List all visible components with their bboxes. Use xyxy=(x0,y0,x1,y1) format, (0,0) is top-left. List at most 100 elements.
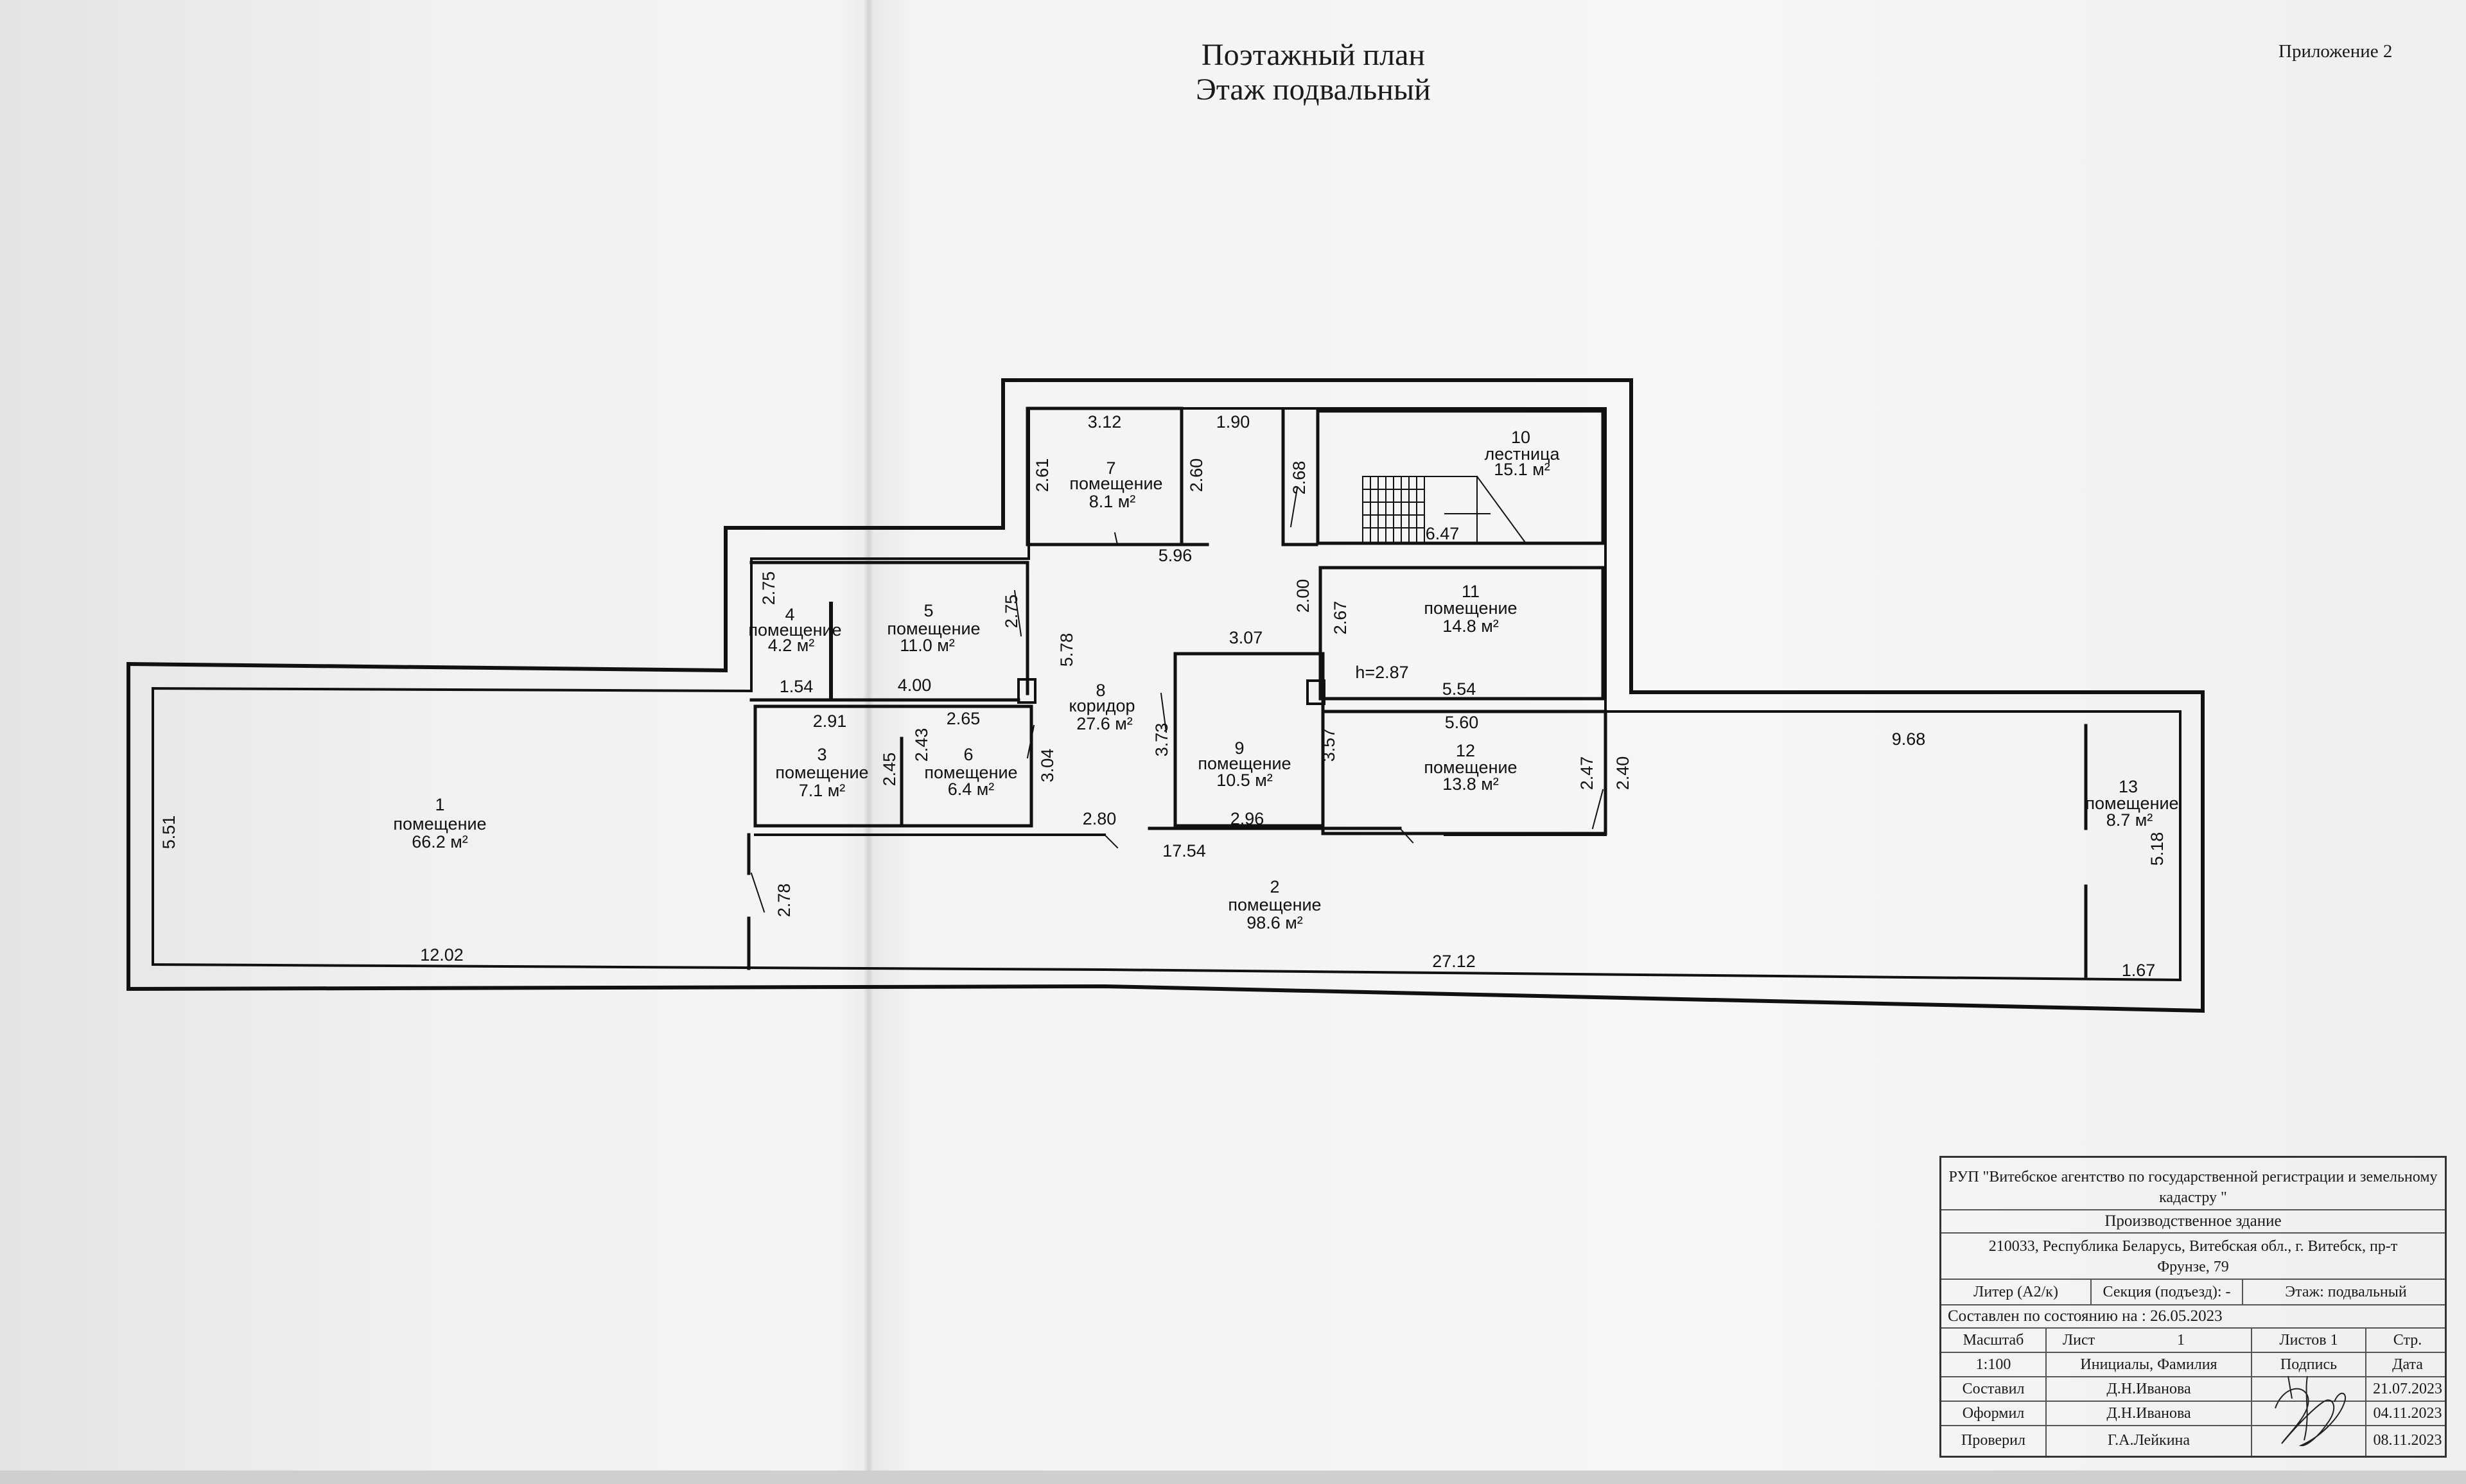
room-5-label: помещение xyxy=(887,619,980,638)
title-block-liter: Литер (А2/к) xyxy=(1941,1280,2092,1304)
title-block-floor: Этаж: подвальный xyxy=(2285,1284,2407,1300)
dim-label: 2.91 xyxy=(813,711,847,731)
dim-label: 5.96 xyxy=(1159,546,1193,565)
room-5-area: 11.0 м² xyxy=(900,636,955,655)
room-12-label: помещение xyxy=(1424,758,1517,777)
dim-label: 3.12 xyxy=(1088,412,1122,432)
dim-label: 2.75 xyxy=(759,572,778,606)
title-block-person-row: Оформил Д.Н.Иванова 04.11.2023 xyxy=(1941,1402,2445,1426)
title-block-signature-label: Подпись xyxy=(2252,1353,2366,1376)
room-10-label: лестница xyxy=(1484,444,1560,464)
dim-label: 9.68 xyxy=(1892,729,1926,749)
room-11-area: 14.8 м² xyxy=(1442,616,1499,636)
title-block-person-row: Проверил Г.А.Лейкина 08.11.2023 xyxy=(1941,1426,2445,1456)
room-6-num: 6 xyxy=(963,745,973,764)
title-block-date: 04.11.2023 xyxy=(2373,1405,2442,1422)
title-block-page-label: Стр. xyxy=(2393,1332,2422,1349)
appendix-label: Приложение 2 xyxy=(2278,41,2393,62)
room-1-num: 1 xyxy=(435,795,444,814)
room-13-num: 13 xyxy=(2119,777,2138,796)
title-block-section: Секция (подъезд): - xyxy=(2092,1280,2243,1304)
room-6-label: помещение xyxy=(924,763,1017,782)
dim-label: 1.90 xyxy=(1216,412,1250,432)
dim-label: 2.45 xyxy=(880,753,899,787)
title-block-initials-label: Инициалы, Фамилия xyxy=(2047,1353,2252,1376)
title-block-date-label: Дата xyxy=(2392,1356,2423,1373)
room-9-num: 9 xyxy=(1234,738,1244,758)
dim-label: 2.80 xyxy=(1083,809,1117,828)
dim-label: 1.54 xyxy=(780,677,814,696)
dim-label: 2.75 xyxy=(1002,595,1021,629)
title-block: РУП "Витебское агентство по государствен… xyxy=(1939,1156,2447,1458)
room-2-label: помещение xyxy=(1228,895,1321,914)
title-block-signature-cell xyxy=(2252,1402,2366,1425)
room-7-label: помещение xyxy=(1069,474,1162,493)
dim-label: 4.00 xyxy=(898,676,932,695)
title-block-signature-cell xyxy=(2252,1377,2366,1401)
title-block-date: 21.07.2023 xyxy=(2373,1381,2442,1397)
dim-label: 12.02 xyxy=(420,945,464,965)
title-block-role: Проверил xyxy=(1941,1426,2047,1456)
room-5-num: 5 xyxy=(923,601,933,620)
dim-label: 3.73 xyxy=(1152,723,1171,757)
paper-fold xyxy=(864,0,873,1484)
room-4-label: помещение xyxy=(748,620,841,640)
title-block-role: Составил xyxy=(1941,1377,2047,1401)
plan-title: Поэтажный план xyxy=(1201,38,1426,72)
title-block-header-row: 1:100 Инициалы, Фамилия Подпись Дата xyxy=(1941,1353,2445,1377)
room-1-label: помещение xyxy=(393,814,486,834)
dim-label: 5.54 xyxy=(1442,679,1476,699)
room-7-area: 8.1 м² xyxy=(1089,492,1136,511)
dim-label: 2.96 xyxy=(1230,809,1264,828)
dim-label: h=2.87 xyxy=(1355,663,1408,682)
door-swing-icons xyxy=(750,487,1604,913)
stair-icon xyxy=(1362,475,1527,545)
room-1-area: 66.2 м² xyxy=(412,832,468,851)
title-block-object: Производственное здание xyxy=(1941,1210,2445,1234)
room-2-num: 2 xyxy=(1270,877,1279,896)
room-13-label: помещение xyxy=(2085,794,2178,813)
dim-label: 3.04 xyxy=(1038,749,1057,783)
dim-label: 2.40 xyxy=(1613,756,1632,790)
room-labels: 1 помещение 66.2 м² 2 помещение 98.6 м² … xyxy=(393,428,2178,932)
dim-label: 3.07 xyxy=(1229,628,1263,647)
room-3-area: 7.1 м² xyxy=(799,781,846,800)
title-block-address: 210033, Республика Беларусь, Витебская о… xyxy=(1941,1234,2445,1280)
title-block-name: Г.А.Лейкина xyxy=(2047,1426,2252,1456)
table-surface xyxy=(0,1471,2466,1484)
inner-wall-outline xyxy=(152,407,2182,982)
dim-label: 2.47 xyxy=(1577,756,1596,790)
title-block-name: Д.Н.Иванова xyxy=(2047,1402,2252,1425)
title-block-scale-value: 1:100 xyxy=(1941,1353,2047,1376)
title-block-sheet-label: Лист xyxy=(2062,1332,2095,1349)
room-8-area: 27.6 м² xyxy=(1076,714,1133,733)
dim-label: 2.65 xyxy=(947,709,981,728)
title-block-signature-cell xyxy=(2252,1426,2366,1456)
room-11-label: помещение xyxy=(1424,598,1517,618)
plan-subtitle: Этаж подвальный xyxy=(1196,73,1431,107)
dim-label: 17.54 xyxy=(1162,841,1206,860)
room-7-num: 7 xyxy=(1106,458,1115,478)
dim-label: 5.60 xyxy=(1445,713,1479,732)
title-block-date: 08.11.2023 xyxy=(2373,1432,2442,1449)
room-3-label: помещение xyxy=(775,763,868,782)
dimension-labels: 3.12 1.90 2.61 2.60 2.68 6.47 5.96 2.75 … xyxy=(159,412,2167,980)
room-10-num: 10 xyxy=(1511,428,1530,447)
signature-icon xyxy=(2275,1375,2347,1447)
title-block-organization: РУП "Витебское агентство по государствен… xyxy=(1941,1158,2445,1210)
title-block-state-date: Составлен по состоянию на : 26.05.2023 xyxy=(1941,1305,2445,1329)
outer-wall-outline xyxy=(127,378,2205,1013)
title-block-name: Д.Н.Иванова xyxy=(2047,1377,2252,1401)
dim-label: 5.51 xyxy=(159,816,179,850)
title-block-sheets-label: Листов 1 xyxy=(2252,1329,2366,1352)
dim-label: 2.60 xyxy=(1187,458,1206,493)
dim-label: 2.00 xyxy=(1293,579,1313,613)
room-8-num: 8 xyxy=(1096,681,1105,700)
title-block-person-row: Составил Д.Н.Иванова 21.07.2023 xyxy=(1941,1377,2445,1402)
dim-label: 5.18 xyxy=(2147,832,2167,866)
room-13-area: 8.7 м² xyxy=(2106,810,2153,830)
column-left xyxy=(1017,678,1036,704)
wall-room-11 xyxy=(1318,566,1605,701)
